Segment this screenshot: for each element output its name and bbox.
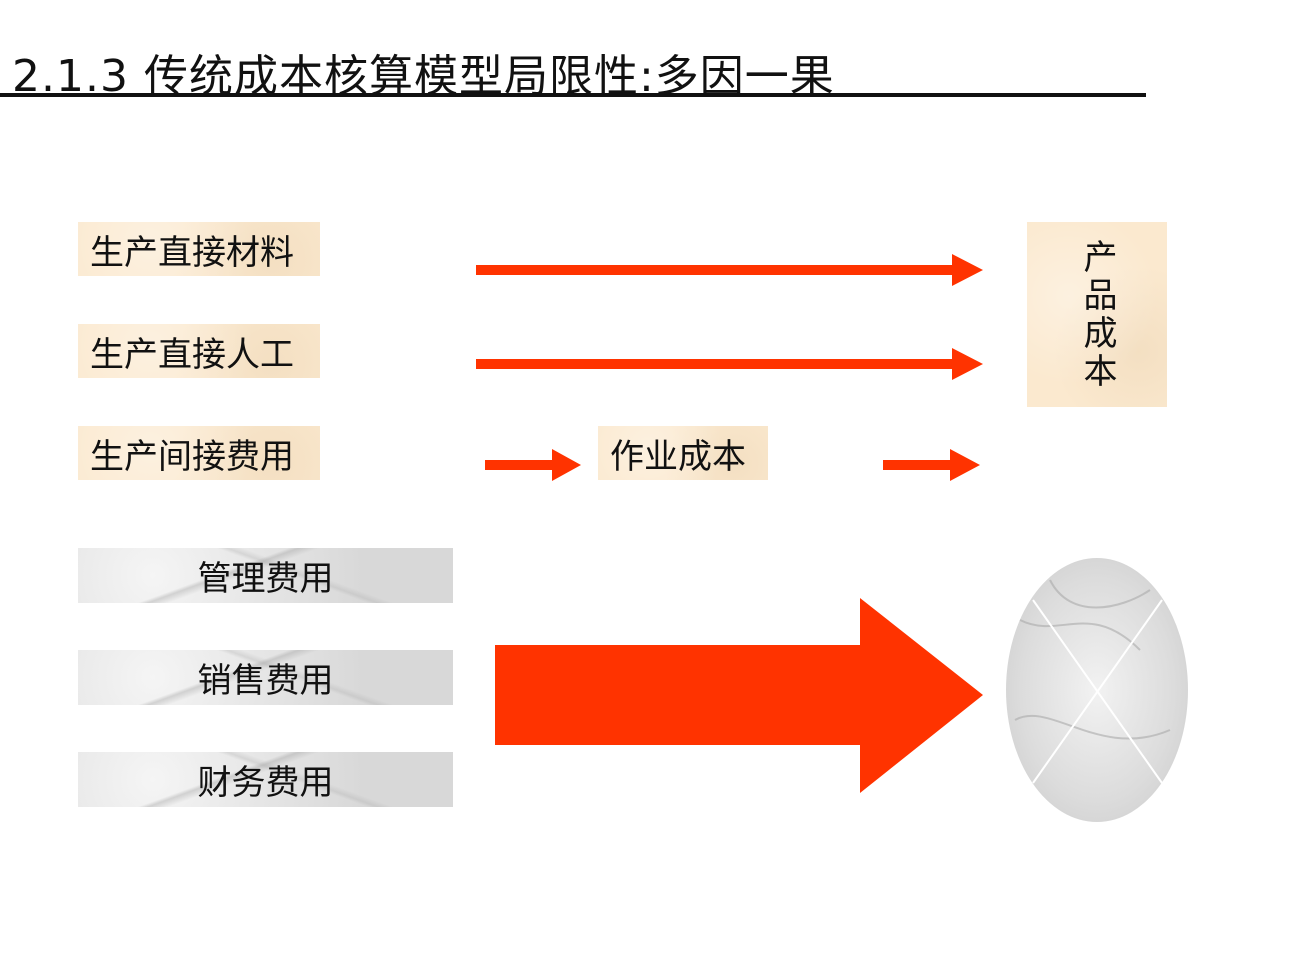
arrow-labor-to-product <box>476 348 983 380</box>
activity-cost-box: 作业成本 <box>598 426 768 480</box>
finance-expense-box: 财务费用 <box>78 752 453 807</box>
excluded-oval <box>1006 558 1188 822</box>
direct-labor-box: 生产直接人工 <box>78 324 320 378</box>
indirect-cost-box: 生产间接费用 <box>78 426 320 480</box>
big-arrow-expenses <box>495 598 983 793</box>
arrow-indirect-to-activity <box>485 449 581 481</box>
direct-material-box: 生产直接材料 <box>78 222 320 276</box>
title-underline <box>0 93 1146 97</box>
selling-expense-box: 销售费用 <box>78 650 453 705</box>
product-cost-box: 产品成本 <box>1027 222 1167 407</box>
admin-expense-box: 管理费用 <box>78 548 453 603</box>
arrow-activity-to-product <box>883 449 980 481</box>
arrow-material-to-product <box>476 254 983 286</box>
cross-line <box>1032 599 1163 784</box>
